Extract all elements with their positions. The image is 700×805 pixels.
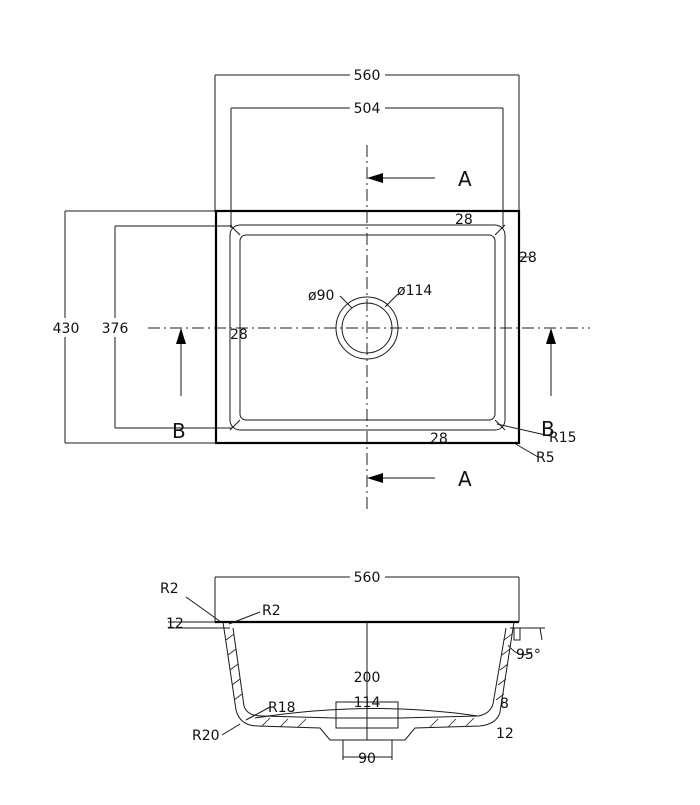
dim-drain-90: ø90 <box>308 288 334 304</box>
section-arrow-b-left: B <box>172 328 186 443</box>
plan-view: 560 504 430 376 <box>53 68 590 512</box>
height-dimension-430: 430 <box>53 210 216 444</box>
dim-drain-114: ø114 <box>397 283 432 299</box>
dim-r15: R15 <box>549 430 577 446</box>
section-dim-12-base: 12 <box>496 726 514 742</box>
dim-rim-bottom-28: 28 <box>430 431 448 447</box>
section-label-a-top: A <box>458 167 472 191</box>
section-arrow-b-right: B <box>541 328 556 441</box>
dim-rim-right-28: 28 <box>519 250 537 266</box>
section-dim-200: 200 <box>354 670 381 686</box>
wall-hatching <box>225 633 513 728</box>
dim-376: 376 <box>102 321 129 337</box>
dim-rim-left-28: 28 <box>230 327 248 343</box>
section-view: 560 <box>160 570 545 767</box>
section-label-b-right: B <box>541 417 555 441</box>
section-dim-114: 114 <box>354 695 381 711</box>
height-dimension-376: 376 <box>102 225 232 429</box>
drain-inner-circle <box>341 302 393 354</box>
section-dim-r20: R20 <box>192 728 220 744</box>
dim-430: 430 <box>53 321 80 337</box>
section-arrow-a-top: A <box>367 167 472 191</box>
bowl-floor-curve <box>254 707 479 719</box>
angle-guide <box>510 627 543 641</box>
dim-504: 504 <box>354 101 381 117</box>
section-dim-560: 560 <box>354 570 381 586</box>
width-dimension-504: 504 <box>230 101 504 228</box>
section-width-dimension-560: 560 <box>214 570 520 622</box>
dim-560: 560 <box>354 68 381 84</box>
section-label-a-bottom: A <box>458 467 472 491</box>
section-arrow-a-bottom: A <box>367 467 472 491</box>
section-dim-95-angle: 95° <box>516 647 541 663</box>
section-dim-r2-inner: R2 <box>262 603 281 619</box>
section-label-b-left: B <box>172 419 186 443</box>
rim-step <box>513 628 521 641</box>
drain-outer-circle <box>335 296 399 360</box>
width-dimension-560: 560 <box>214 68 520 212</box>
angle-arc <box>507 644 533 656</box>
section-dim-90: 90 <box>358 751 376 767</box>
section-dim-8-wall: 8 <box>500 696 509 712</box>
dim-rim-top-28: 28 <box>455 212 473 228</box>
dim-r5: R5 <box>536 450 555 466</box>
section-dim-12-flange: 12 <box>166 616 184 632</box>
section-dim-r2-outer: R2 <box>160 581 179 597</box>
section-dim-r18: R18 <box>268 700 296 716</box>
